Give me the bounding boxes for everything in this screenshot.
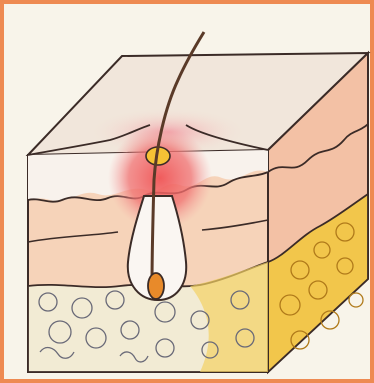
hair-bulb (148, 273, 164, 299)
